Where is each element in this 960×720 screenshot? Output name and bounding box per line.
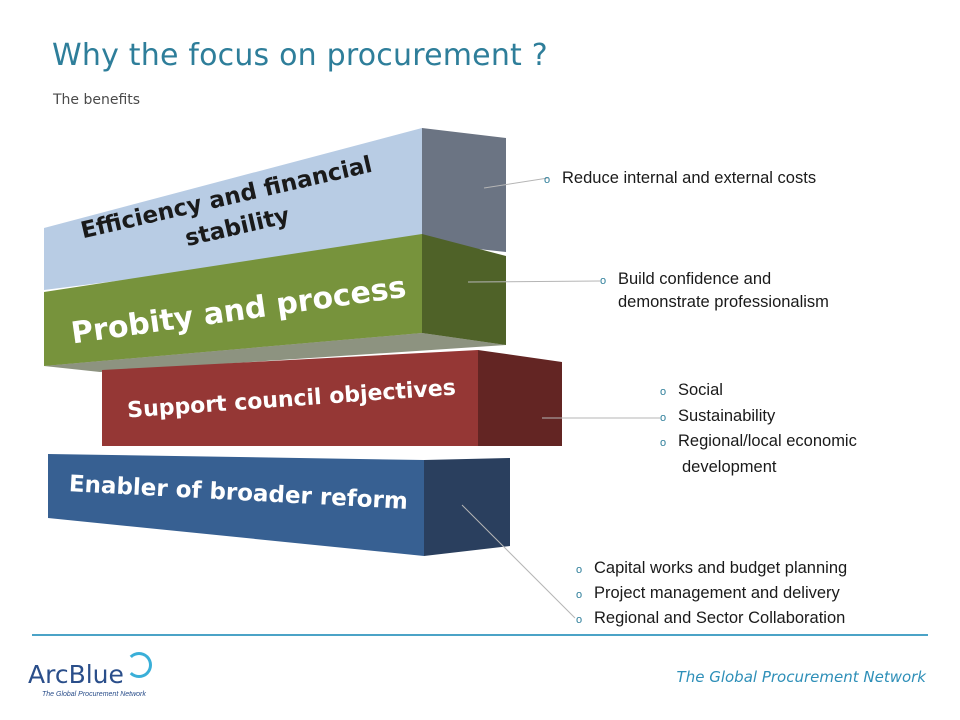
- connector-line-efficiency: [483, 177, 549, 189]
- hollow-circle-bullet-icon: o: [576, 588, 583, 601]
- support-benefits: o Social o Sustainability o Regional/loc…: [660, 378, 857, 480]
- list-item: o Social: [660, 378, 857, 404]
- block-support-face: [102, 350, 478, 446]
- list-item: o Sustainability: [660, 404, 857, 430]
- footer-divider: [32, 634, 928, 636]
- block-probity: Probity and process: [44, 234, 506, 372]
- connector-line-enabler: [461, 504, 576, 619]
- block-enabler: Enabler of broader reform: [48, 454, 510, 556]
- list-item-continued: development: [682, 457, 777, 476]
- list-item: o Capital works and budget planning: [576, 559, 848, 577]
- logo-ring-icon: [126, 652, 152, 678]
- block-efficiency-side: [422, 128, 506, 252]
- efficiency-benefits: o Reduce internal and external costs: [544, 166, 816, 192]
- logo-subtext: The Global Procurement Network: [42, 691, 146, 698]
- hollow-circle-bullet-icon: o: [660, 437, 667, 450]
- list-item: o Reduce internal and external costs: [544, 166, 816, 192]
- hollow-circle-bullet-icon: o: [576, 564, 583, 576]
- logo-wordmark: ArcBlue: [28, 660, 124, 689]
- connector-line-probity: [467, 280, 601, 283]
- block-enabler-face: [48, 454, 424, 556]
- block-efficiency: Efficiency and financial stability: [44, 128, 506, 290]
- block-probity-side: [422, 234, 506, 345]
- list-item: o Project management and delivery: [576, 583, 840, 602]
- block-probity-face: [44, 234, 422, 366]
- hollow-circle-bullet-icon: o: [660, 386, 667, 398]
- footer-tagline: The Global Procurement Network: [676, 668, 926, 686]
- block-enabler-side: [424, 458, 510, 556]
- block-support-side: [478, 350, 562, 446]
- hollow-circle-bullet-icon: o: [600, 275, 607, 287]
- slide-title: Why the focus on procurement ?: [52, 38, 548, 73]
- list-item: o Regional and Sector Collaboration: [576, 608, 846, 627]
- hollow-circle-bullet-icon: o: [544, 174, 551, 186]
- arcblue-logo: ArcBlue The Global Procurement Network: [26, 648, 176, 706]
- list-item-continued: demonstrate professionalism: [618, 293, 829, 312]
- enabler-benefits: o Capital works and budget planning o Pr…: [576, 556, 847, 630]
- hollow-circle-bullet-icon: o: [660, 411, 667, 424]
- block-support: Support council objectives: [102, 350, 562, 446]
- slide-subtitle: The benefits: [53, 92, 141, 108]
- hollow-circle-bullet-icon: o: [576, 613, 583, 626]
- list-item: o Build confidence and: [600, 270, 772, 288]
- probity-benefits: o Build confidence and demonstrate profe…: [600, 268, 829, 314]
- list-item: o Regional/local economic: [660, 429, 857, 455]
